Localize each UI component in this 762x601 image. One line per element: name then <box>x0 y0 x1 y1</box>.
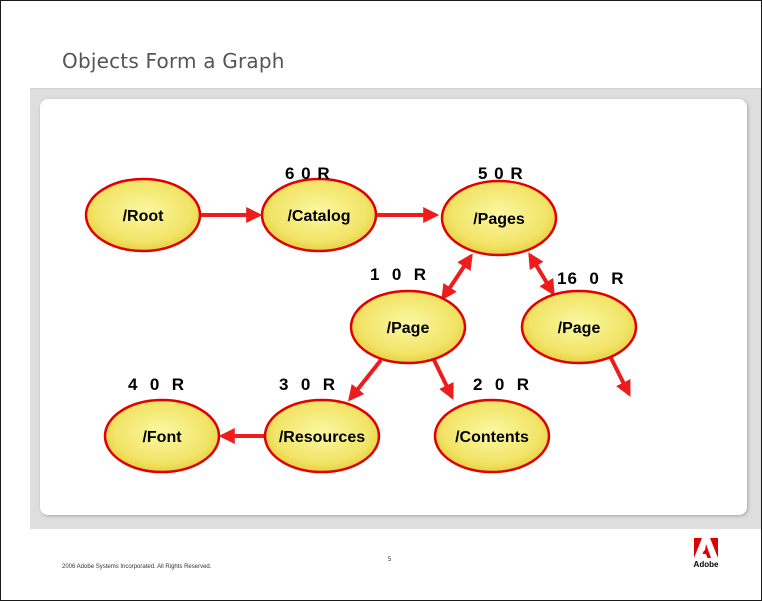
ref-label-resources: 3 0 R <box>279 375 336 394</box>
ref-label-pages: 5 0 R <box>478 164 524 183</box>
adobe-logo-text: Adobe <box>693 560 719 569</box>
node-font-label: /Font <box>142 429 182 446</box>
edge-page2-offscreen <box>609 357 631 397</box>
node-resources-label: /Resources <box>279 429 365 446</box>
slide-title: Objects Form a Graph <box>62 49 285 73</box>
ref-label-page1: 1 0 R <box>370 265 427 284</box>
edges <box>199 207 631 444</box>
ref-label-font: 4 0 R <box>128 375 185 394</box>
node-contents: /Contents <box>433 398 551 474</box>
node-contents-label: /Contents <box>455 429 529 446</box>
copyright-footer: 2006 Adobe Systems Incorporated. All Rig… <box>62 564 212 570</box>
ref-label-contents: 2 0 R <box>473 375 530 394</box>
node-page1: /Page <box>349 289 467 365</box>
node-root: /Root <box>84 177 202 253</box>
node-root-label: /Root <box>123 208 165 225</box>
edge-page1-contents <box>432 359 454 400</box>
node-page2: /Page <box>520 289 638 365</box>
node-font: /Font <box>103 398 221 474</box>
edge-page1-resources <box>348 358 383 402</box>
ref-label-catalog: 6 0 R <box>285 164 331 183</box>
node-pages-label: /Pages <box>473 211 525 228</box>
title-divider <box>30 88 761 89</box>
node-page2-label: /Page <box>558 320 601 337</box>
node-catalog-label: /Catalog <box>287 208 350 225</box>
adobe-logo-icon <box>694 538 718 558</box>
page-number: 5 <box>388 557 392 563</box>
node-page1-label: /Page <box>387 320 430 337</box>
node-resources: /Resources <box>263 398 381 474</box>
ref-label-page2: 16 0 R <box>557 269 625 288</box>
node-catalog: /Catalog <box>260 177 378 253</box>
edge-pages-page2 <box>528 252 555 296</box>
node-pages: /Pages <box>440 179 558 257</box>
edge-pages-page1 <box>441 253 473 301</box>
